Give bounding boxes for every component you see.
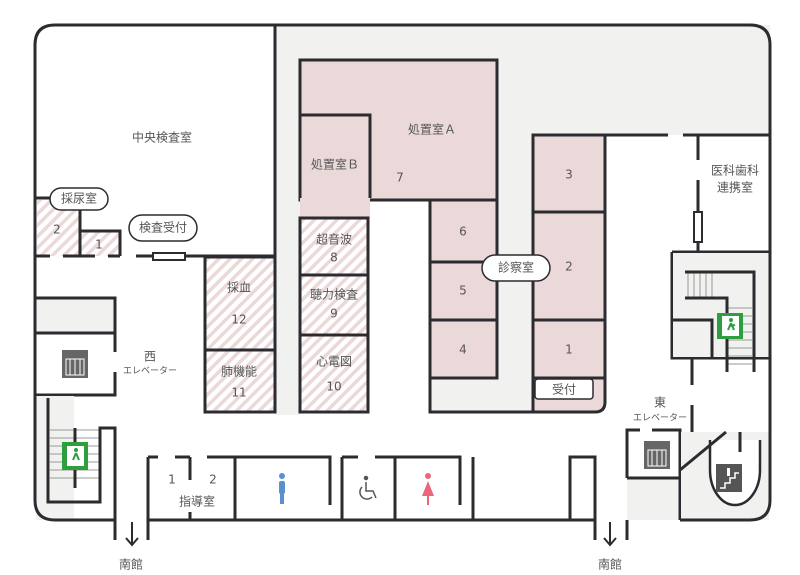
guidance-2-label: 2 — [209, 473, 217, 487]
treatment-a-label: 処置室Ａ — [408, 122, 456, 137]
ultrasound-room[interactable] — [298, 216, 370, 277]
exam-3-label: 3 — [565, 168, 573, 182]
guidance-label: 指導室 — [179, 494, 215, 509]
left-walls — [35, 196, 277, 414]
reception-label: 受付 — [552, 383, 576, 397]
emergency-exit-icon-east — [717, 313, 743, 339]
east-elevator-label-2: エレベーター — [633, 413, 687, 424]
women-restroom-icon[interactable] — [422, 473, 434, 505]
urine-1-label: 1 — [95, 238, 103, 252]
hatch-fill — [206, 258, 274, 411]
exam-6-label: 6 — [459, 225, 467, 239]
outer-wall — [33, 23, 772, 522]
blood-label: 採血 — [227, 281, 251, 295]
west-elevator-label-2: エレベーター — [123, 366, 177, 377]
arrow-down-icon — [125, 522, 139, 547]
south-wing-label-right: 南館 — [598, 557, 622, 572]
urine-2-label: 2 — [53, 223, 61, 237]
ecg-num: 10 — [326, 380, 341, 394]
room-7-label: 7 — [396, 171, 404, 185]
ultrasound-label: 超音波 — [316, 232, 352, 247]
hearing-room[interactable] — [298, 273, 370, 337]
ecg-label: 心電図 — [316, 355, 352, 369]
blood-lung-rooms — [203, 255, 277, 414]
exam-corridor-bottom — [430, 378, 533, 412]
exam-dividers — [533, 210, 605, 380]
west-block — [36, 298, 115, 333]
west-elevator-walls — [35, 296, 117, 397]
exam-rooms-pill — [481, 254, 551, 282]
stair-wall — [679, 430, 742, 472]
arrow-down-icon — [603, 522, 617, 547]
men-restroom-icon[interactable] — [279, 473, 285, 504]
exam-block-right — [531, 133, 607, 414]
dental-label-1: 医科歯科 — [711, 164, 759, 178]
stairlift-icon — [716, 464, 742, 492]
reception-window — [152, 252, 186, 261]
emergency-exit-icon-west — [62, 442, 88, 470]
left-corridor — [275, 135, 300, 415]
treatment-b-ext — [300, 198, 370, 218]
exit-passages — [113, 500, 629, 540]
east-elevator-label-1: 東 — [654, 396, 666, 410]
guidance-1-label: 1 — [168, 473, 176, 487]
east-stair-walls — [673, 270, 756, 372]
lab-reception-label: 検査受付 — [139, 221, 187, 235]
lab-reception-pill — [128, 214, 198, 242]
dental-label-2: 連携室 — [717, 180, 753, 195]
elevator-icon-east[interactable] — [644, 441, 670, 469]
urine-room-1[interactable] — [80, 231, 120, 256]
ultrasound-num: 8 — [330, 251, 338, 265]
urine-room-label: 採尿室 — [61, 191, 97, 206]
lung-num: 11 — [231, 386, 246, 400]
central-lab-label: 中央検査室 — [132, 130, 192, 145]
accessible-restroom-icon[interactable] — [359, 475, 377, 500]
exam-4-label: 4 — [459, 343, 467, 357]
urine-room-pill — [49, 187, 109, 211]
exam-2-label: 2 — [565, 260, 573, 274]
south-exit-right[interactable]: 南館 — [598, 522, 622, 572]
south-exit-left[interactable]: 南館 — [119, 522, 143, 572]
bottom-rooms — [146, 455, 597, 522]
exam-5-label: 5 — [459, 284, 467, 298]
ecg-room[interactable] — [298, 333, 370, 414]
west-elevator-label-1: 西 — [144, 350, 156, 364]
hearing-label: 聴力検査 — [310, 288, 358, 302]
reception-desk[interactable] — [534, 378, 594, 400]
window — [693, 211, 703, 243]
south-wing-label-left: 南館 — [119, 557, 143, 572]
corridor-wall — [428, 378, 533, 414]
exam-rooms-label: 診察室 — [498, 260, 534, 275]
exam-room-4[interactable] — [428, 318, 499, 380]
east-elevator-walls — [625, 428, 682, 520]
hearing-num: 9 — [330, 307, 338, 321]
exam-1-label: 1 — [565, 343, 573, 357]
treatment-b-label: 処置室Ｂ — [311, 157, 359, 172]
east-lower-block — [627, 478, 680, 520]
lung-label: 肺機能 — [221, 364, 257, 379]
elevator-icon-west[interactable] — [62, 350, 88, 378]
blood-num: 12 — [231, 313, 246, 327]
